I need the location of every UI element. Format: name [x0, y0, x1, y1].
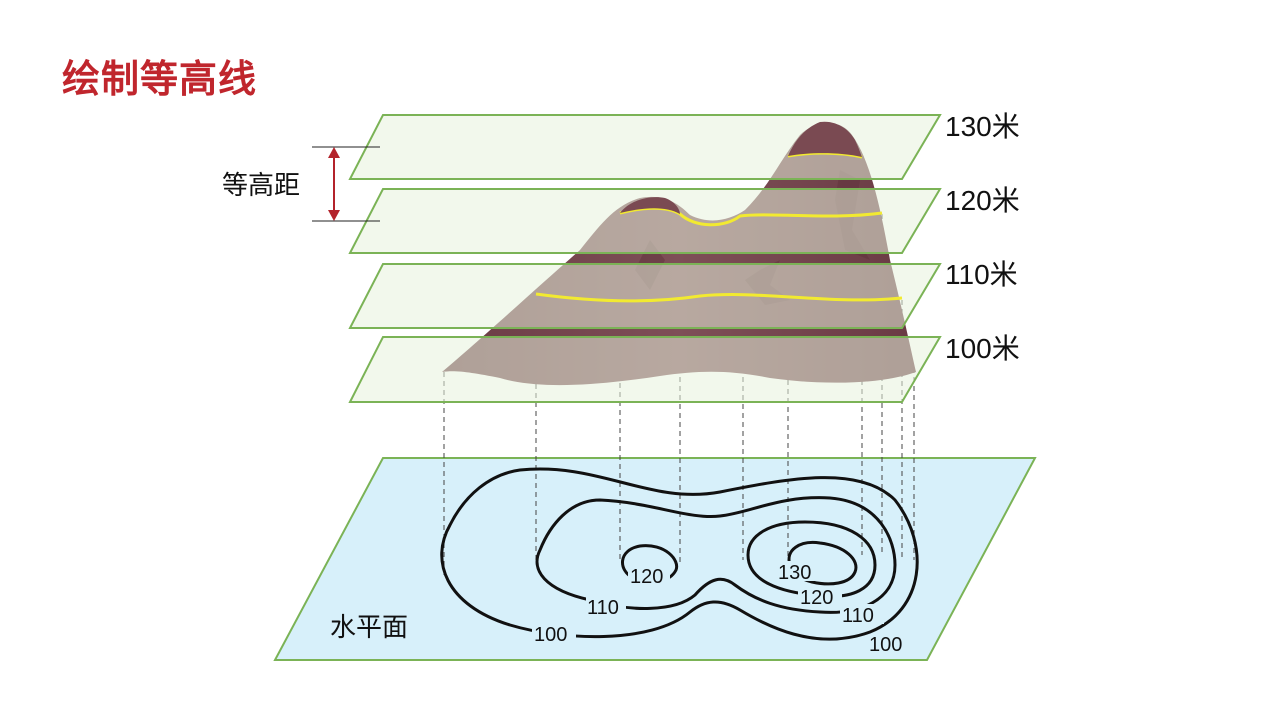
- plane-label-130: 130米: [945, 111, 1020, 142]
- contour-110: [535, 496, 897, 614]
- contour-label-120-right: 120: [800, 587, 833, 609]
- water-plane-label: 水平面: [330, 612, 408, 642]
- contour-120-right: [746, 520, 877, 598]
- interval-label: 等高距: [222, 170, 300, 200]
- contour-label-130: 130: [778, 562, 811, 584]
- plane-label-120: 120米: [945, 185, 1020, 216]
- plane-label-100: 100米: [945, 333, 1020, 364]
- contour-100: [440, 467, 919, 641]
- horizontal-planes: [348, 114, 942, 403]
- intersection-highlights: [535, 151, 903, 303]
- plane-110: [348, 263, 942, 329]
- page-title: 绘制等高线: [62, 57, 258, 101]
- plane-130: [348, 114, 942, 180]
- contour-label-100: 100: [534, 624, 567, 646]
- plane-100: [348, 336, 942, 403]
- plane-120: [348, 188, 942, 254]
- plane-label-110: 110米: [945, 259, 1018, 290]
- contour-label-100-right: 100: [869, 634, 902, 656]
- contour-label-110-right: 110: [842, 605, 874, 627]
- contour-label-110: 110: [587, 597, 619, 619]
- interval-marker: 等高距: [222, 146, 380, 222]
- contour-label-120-left: 120: [630, 566, 663, 588]
